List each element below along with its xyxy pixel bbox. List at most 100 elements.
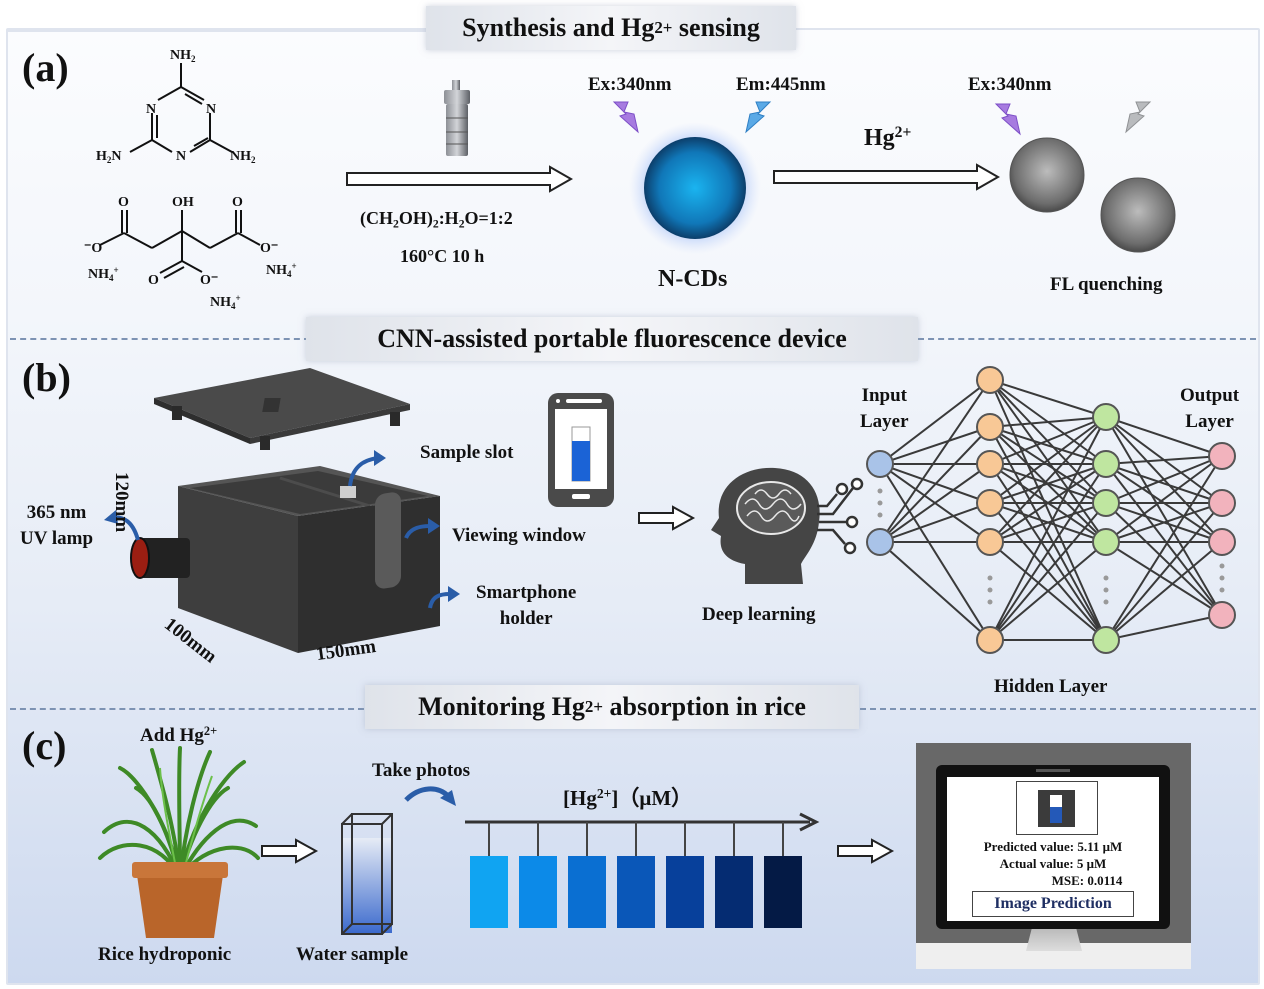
citrate-o-minus-mid: O⁻ — [200, 273, 218, 288]
panel-a-title-text: Synthesis and Hg — [462, 13, 655, 42]
melamine-n3: N — [176, 149, 186, 164]
network-connection — [879, 379, 991, 543]
panel-c-title-text: Monitoring Hg — [418, 692, 585, 721]
mse-value: MSE: 0.0114 — [1051, 873, 1123, 888]
hidden-layer-label: Hidden Layer — [994, 676, 1108, 697]
hg-addition-label: Hg2+ — [864, 124, 911, 152]
monitor-camera — [1036, 769, 1070, 772]
network-connection — [989, 463, 1107, 504]
panel-a-label: (a) — [22, 45, 69, 90]
ncds-ex-label: Ex:340nm — [588, 74, 672, 95]
citrate-nh4-bottom: NH4+ — [210, 293, 241, 311]
ellipsis-dot — [877, 500, 883, 506]
ncds-particle — [629, 122, 761, 254]
device-body — [178, 466, 440, 653]
citrate-o-left: O — [118, 195, 129, 210]
input-layer-label-line1: Input — [861, 385, 907, 406]
add-hg-label: Add Hg2+ — [140, 724, 217, 747]
quenched-particle-1 — [1009, 137, 1085, 213]
quenched-particle-2 — [1100, 177, 1176, 253]
top-border-left — [8, 30, 448, 32]
scale-label-sup: 2+ — [596, 786, 612, 802]
network-connection — [989, 416, 1107, 428]
scale-label-text: [Hg — [563, 786, 597, 810]
actual-value: Actual value: 5 μM — [999, 856, 1107, 871]
network-connection — [879, 463, 991, 543]
monitor: Predicted value: 5.11 μM Actual value: 5… — [916, 743, 1191, 969]
color-swatch-scale — [465, 812, 820, 928]
uv-lamp — [130, 537, 190, 579]
fl-quenching-label: FL quenching — [1050, 274, 1163, 295]
rice-plant-icon — [98, 746, 260, 938]
quench-excitation-bolt-icon — [994, 103, 1021, 136]
excitation-bolt-icon — [612, 101, 639, 134]
color-swatch — [617, 856, 655, 928]
brain-head-icon — [711, 467, 864, 584]
holder-label-line2: holder — [499, 608, 553, 629]
viewing-window-pointer — [404, 524, 431, 539]
color-swatch — [470, 856, 508, 928]
citrate-nh4-left: NH4+ — [88, 265, 119, 283]
input-node — [866, 450, 894, 478]
fluorescence-device-box — [104, 368, 460, 653]
monitor-stand — [1026, 929, 1082, 951]
image-prediction-button[interactable]: Image Prediction — [972, 891, 1134, 917]
divider-bc-right — [860, 708, 1256, 710]
hidden2-node — [1092, 450, 1120, 478]
network-connection — [989, 463, 1107, 543]
device-lid — [154, 368, 410, 450]
color-swatch — [666, 856, 704, 928]
melamine-structure: NH2 N N N H2N NH2 — [96, 48, 256, 165]
network-connection — [879, 541, 991, 641]
monitor-bezel: Predicted value: 5.11 μM Actual value: 5… — [936, 765, 1170, 929]
autoclave-icon — [444, 80, 470, 156]
hg-label-text: Hg — [864, 124, 895, 151]
scale-label-suffix: ]（μM） — [611, 786, 693, 810]
hidden2-node — [1092, 626, 1120, 654]
network-connection — [1105, 455, 1223, 641]
to-water-sample-arrow — [261, 838, 319, 864]
hidden1-node — [976, 528, 1004, 556]
ellipsis-dot — [987, 599, 993, 605]
concentration-scale-label: [Hg2+]（μM） — [563, 782, 692, 812]
predicted-image — [1038, 790, 1075, 827]
rice-hydroponic-caption: Rice hydroponic — [98, 944, 232, 965]
network-connection — [1105, 455, 1223, 465]
ellipsis-dot — [1103, 575, 1109, 581]
smartphone-holder-label: Smartphone holder — [476, 580, 576, 632]
melamine-nh2-right: NH2 — [230, 149, 256, 165]
network-connection — [1105, 541, 1223, 616]
monitor-screen: Predicted value: 5.11 μM Actual value: 5… — [947, 777, 1159, 921]
holder-label-line1: Smartphone — [476, 582, 577, 603]
network-connection — [989, 502, 1107, 641]
network-connection — [879, 502, 991, 543]
network-connection — [879, 463, 991, 641]
to-prediction-arrow — [837, 838, 895, 864]
hidden2-node — [1092, 403, 1120, 431]
output-node — [1208, 489, 1236, 517]
network-connection — [989, 416, 1107, 465]
hidden1-node — [976, 489, 1004, 517]
panel-b-label: (b) — [22, 355, 71, 400]
panel-b-title: CNN-assisted portable fluorescence devic… — [306, 317, 918, 361]
citrate-o-mid: O — [148, 273, 159, 288]
ellipsis-dot — [1219, 587, 1225, 593]
panel-c-title-suffix: absorption in rice — [602, 692, 806, 721]
ellipsis-dot — [1219, 575, 1225, 581]
color-swatch — [764, 856, 802, 928]
network-connection — [1105, 541, 1223, 641]
quenched-particles — [1009, 137, 1176, 253]
emission-bolt-icon — [745, 101, 772, 134]
network-connection — [989, 416, 1107, 641]
color-swatch — [519, 856, 557, 928]
output-layer-label-line1: Output — [1180, 385, 1240, 406]
output-layer-label: Output Layer — [1180, 383, 1239, 435]
uv-lamp-label-line2: UV lamp — [20, 528, 94, 549]
synthesis-conditions-2: 160°C 10 h — [400, 246, 485, 266]
ellipsis-dot — [1103, 599, 1109, 605]
hidden2-node — [1092, 489, 1120, 517]
input-layer-label-line2: Layer — [860, 411, 909, 432]
ellipsis-dot — [1219, 563, 1225, 569]
take-photos-arrow — [404, 786, 456, 806]
quench-ex-label: Ex:340nm — [968, 74, 1052, 95]
